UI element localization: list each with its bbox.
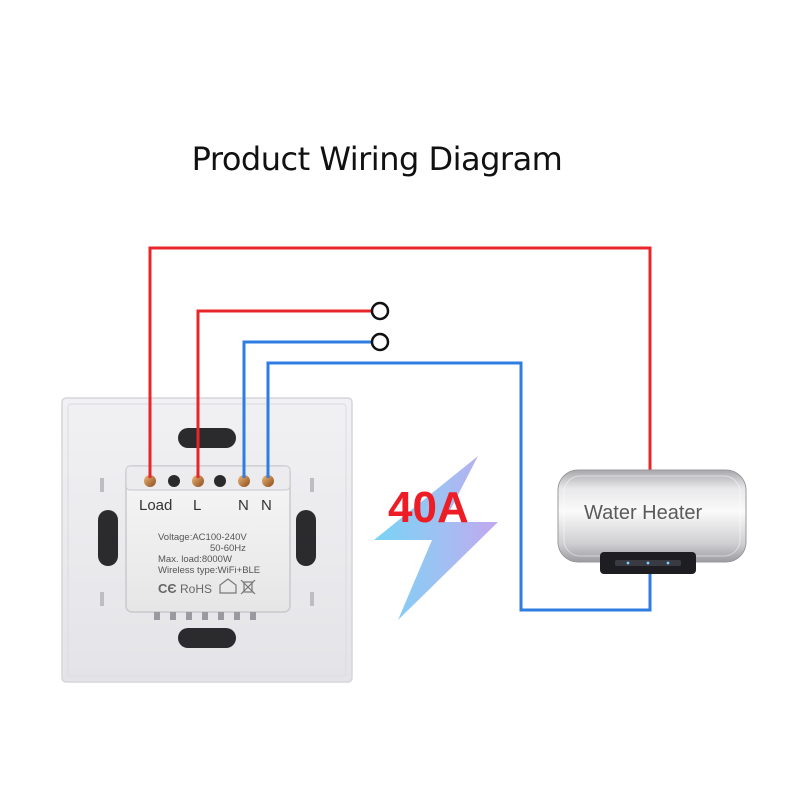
- terminal-screw-n1: [238, 475, 250, 487]
- rohs-mark: RoHS: [180, 582, 212, 596]
- terminal-screw-load: [144, 475, 156, 487]
- page-title: Product Wiring Diagram: [191, 140, 563, 178]
- mount-slot-bottom: [178, 628, 236, 648]
- terminal-block: [144, 475, 274, 487]
- terminal-screw-l: [192, 475, 204, 487]
- ce-mark: CЄ: [158, 581, 177, 596]
- mount-slot-right: [296, 510, 316, 566]
- lightning-bolt-icon: [374, 456, 498, 620]
- mount-slot-left: [98, 510, 118, 566]
- water-heater: [557, 469, 747, 574]
- wire-load-live: [148, 246, 652, 478]
- relay-module: [125, 465, 291, 620]
- terminal-label-n2: N: [261, 497, 272, 514]
- supply-terminal-live: [370, 301, 390, 321]
- spec-frequency: 50-60Hz: [210, 543, 246, 554]
- terminal-blank-2: [214, 475, 226, 487]
- terminal-label-l: L: [193, 497, 201, 514]
- terminal-screw-n2: [262, 475, 274, 487]
- terminal-label-load: Load: [139, 497, 172, 514]
- spec-wireless: Wireless type:WiFi+BLE: [158, 565, 260, 576]
- terminal-blank-1: [168, 475, 180, 487]
- mount-slot-top: [178, 428, 236, 448]
- water-heater-label: Water Heater: [584, 502, 703, 524]
- current-rating: 40A: [388, 483, 469, 532]
- wire-supply-live: [196, 309, 372, 478]
- terminal-label-n1: N: [238, 497, 249, 514]
- wire-supply-neutral: [242, 340, 372, 478]
- wire-load-neutral: [266, 361, 652, 612]
- house-icon: [219, 578, 237, 594]
- wires: [148, 246, 652, 612]
- supply-terminal-neutral: [370, 332, 390, 352]
- spec-voltage: Voltage:AC100-240V: [158, 532, 247, 543]
- spec-max-load: Max. load:8000W: [158, 554, 232, 565]
- crossed-bin-icon: [240, 579, 256, 595]
